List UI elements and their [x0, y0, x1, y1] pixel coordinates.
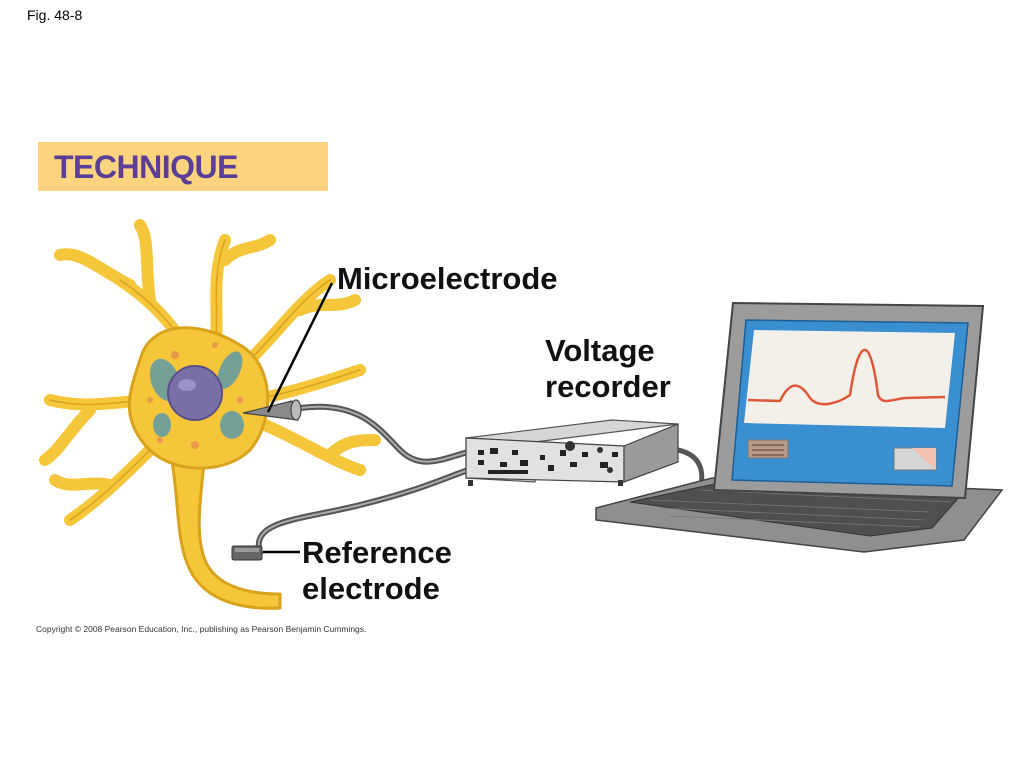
microelectrode-leader-line [266, 282, 334, 413]
reference-electrode-label-line2: electrode [302, 571, 440, 606]
technique-title: TECHNIQUE [54, 149, 238, 185]
figure-label: Fig. 48-8 [27, 7, 83, 23]
voltage-recorder-label: Voltage recorder [545, 333, 671, 405]
copyright-notice: Copyright © 2008 Pearson Education, Inc.… [36, 624, 367, 634]
microelectrode-cable-highlight [299, 405, 469, 463]
voltage-recorder-label-line1: Voltage [545, 333, 655, 368]
nucleus [167, 365, 223, 421]
reference-electrode-icon [231, 545, 263, 561]
voltage-recorder-icon [465, 419, 679, 486]
technique-banner: TECHNIQUE [38, 142, 328, 191]
axon [168, 448, 282, 610]
laptop-icon [595, 301, 1004, 553]
neuron-icon [39, 219, 381, 610]
voltage-recorder-label-line2: recorder [545, 369, 671, 404]
microelectrode-label: Microelectrode [337, 261, 558, 296]
reference-cable-highlight [257, 469, 469, 554]
reference-electrode-label: Reference electrode [302, 535, 452, 607]
screen-display [744, 330, 955, 428]
microelectrode-icon [242, 399, 302, 421]
action-potential-trace [747, 348, 946, 406]
reference-electrode-label-line1: Reference [302, 535, 452, 570]
